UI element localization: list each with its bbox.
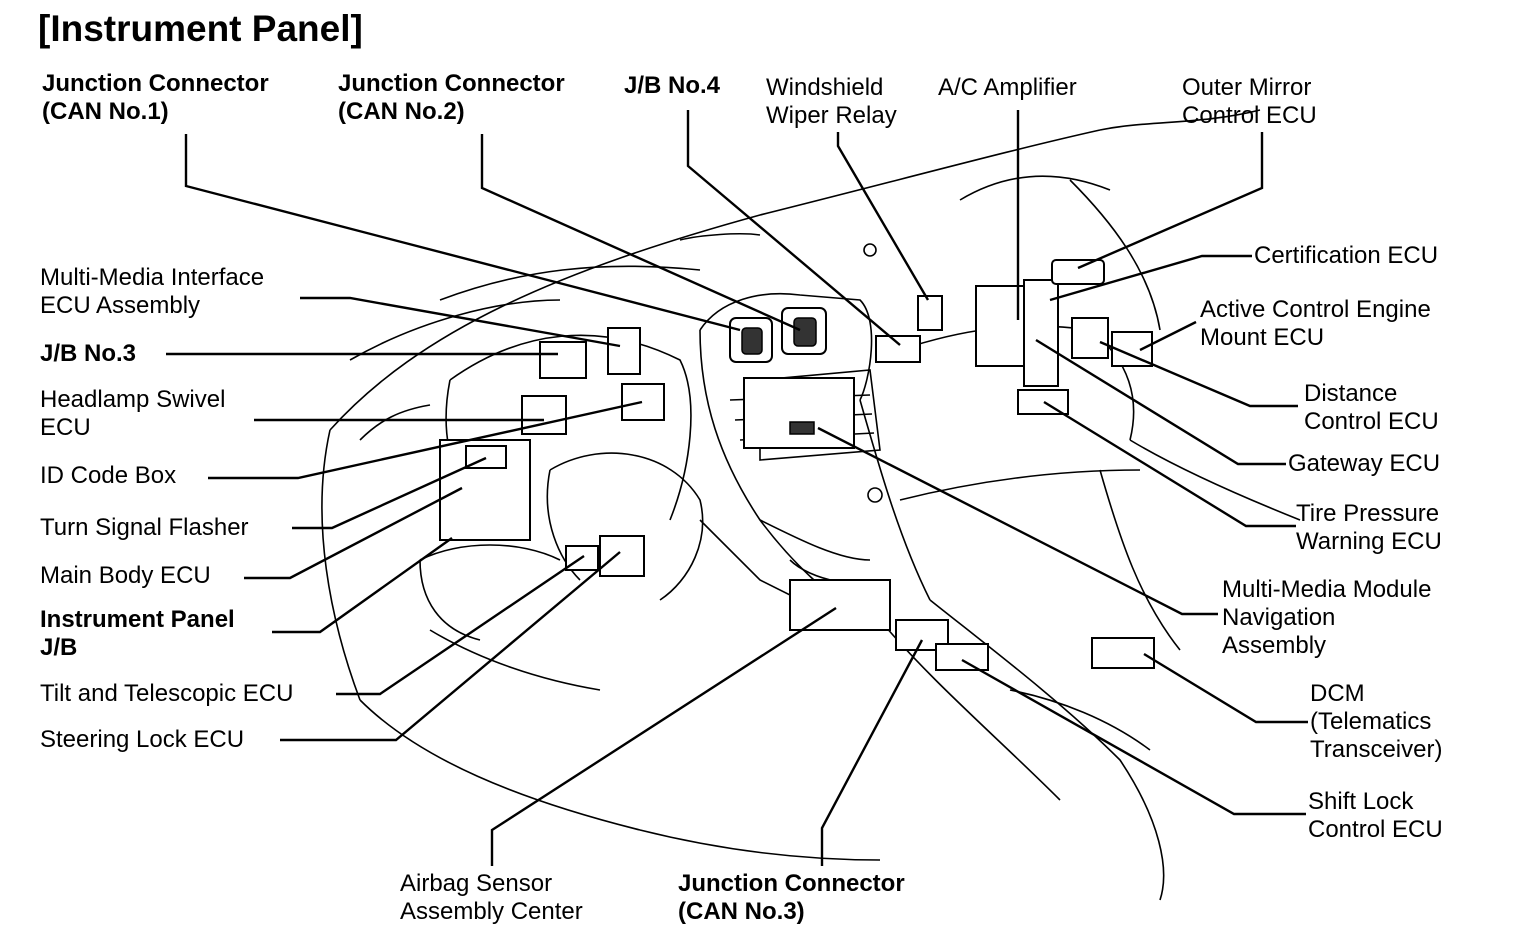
leader-jc-can2 xyxy=(480,134,801,332)
label-junction-connector-can3: Junction Connector(CAN No.3) xyxy=(678,870,905,925)
leader-ip-jb xyxy=(272,537,453,634)
label-tilt-telescopic-ecu: Tilt and Telescopic ECU xyxy=(40,680,294,707)
leader-main-body xyxy=(244,486,463,580)
leader-lines xyxy=(166,110,1308,866)
leader-distance-ecu xyxy=(1099,340,1298,408)
leader-shift-lock xyxy=(961,658,1306,816)
leader-cert-ecu xyxy=(1049,254,1252,302)
leader-tire-ecu xyxy=(1043,400,1296,528)
page-title: [Instrument Panel] xyxy=(38,8,363,49)
leader-jc-can1 xyxy=(184,134,741,332)
leader-mirror-ecu xyxy=(1077,132,1264,270)
label-turn-signal-flasher: Turn Signal Flasher xyxy=(40,514,249,541)
leader-steer-lock xyxy=(280,551,621,742)
label-junction-connector-can2: Junction Connector(CAN No.2) xyxy=(338,70,565,125)
label-id-code-box: ID Code Box xyxy=(40,462,177,489)
component-parts xyxy=(439,259,1155,671)
leader-gateway-ecu xyxy=(1035,338,1286,466)
label-jb-no4: J/B No.4 xyxy=(624,72,721,99)
leader-tilt-tele xyxy=(336,555,585,696)
leader-mm-nav xyxy=(817,426,1218,616)
leader-turn-flasher xyxy=(292,456,487,530)
label-gateway-ecu: Gateway ECU xyxy=(1288,450,1441,477)
label-junction-connector-can1: Junction Connector(CAN No.1) xyxy=(42,70,269,125)
leader-acem-ecu xyxy=(1139,320,1197,352)
label-steering-lock-ecu: Steering Lock ECU xyxy=(40,726,245,753)
leader-airbag xyxy=(490,606,837,866)
leader-jb4 xyxy=(686,110,901,346)
leader-mmi-ecu xyxy=(300,296,621,348)
label-main-body-ecu: Main Body ECU xyxy=(40,562,211,589)
label-certification-ecu: Certification ECU xyxy=(1254,242,1439,269)
label-jb-no3: J/B No.3 xyxy=(40,340,137,367)
leader-idcode xyxy=(208,400,643,480)
leader-wiper-relay xyxy=(836,132,930,301)
dashboard-outline xyxy=(321,109,1301,901)
leader-jc-can3 xyxy=(820,639,924,866)
label-ac-amplifier: A/C Amplifier xyxy=(938,74,1077,101)
leader-dcm xyxy=(1143,652,1308,724)
